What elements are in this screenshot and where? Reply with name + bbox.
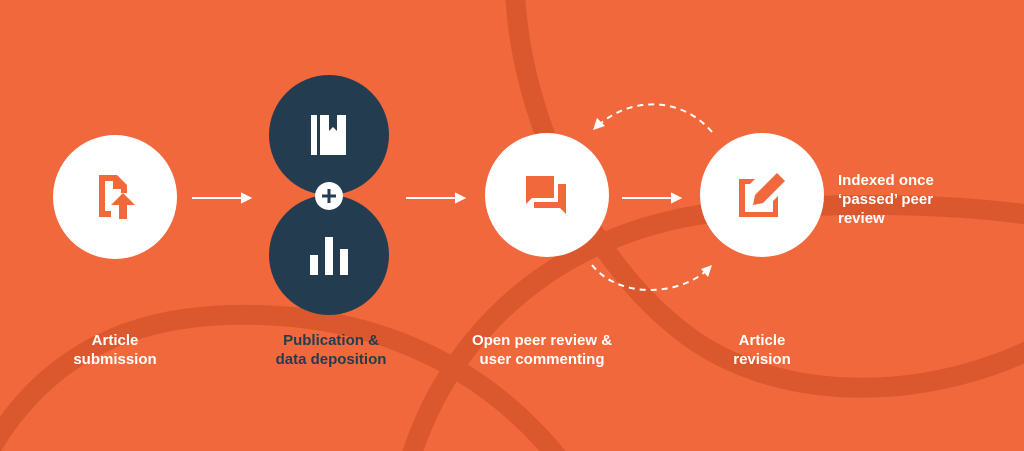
book-icon	[311, 115, 346, 155]
upload-document-icon	[99, 175, 135, 219]
step-circle-review	[485, 133, 609, 257]
arc-middle	[402, 195, 1024, 451]
arc-right	[505, 0, 1024, 398]
edit-document-icon	[739, 173, 785, 217]
dashed-arrow-back	[599, 103, 713, 133]
dashed-arrowhead-back	[593, 118, 605, 130]
arc-left	[0, 304, 566, 451]
step-circle-revision	[700, 133, 824, 257]
step-circle-submission	[53, 135, 177, 259]
dashed-arrow-forward	[591, 264, 708, 291]
chat-bubbles-icon	[526, 176, 566, 214]
step-label-publication: Publication &data deposition	[275, 332, 387, 368]
step-circle-publication	[269, 75, 389, 195]
bar-chart-icon	[310, 237, 348, 275]
step-circle-data	[269, 195, 389, 315]
plus-icon	[315, 182, 343, 210]
step-label-review: Open peer review &user commenting	[471, 332, 613, 368]
dashed-arrowhead-forward	[701, 265, 712, 277]
